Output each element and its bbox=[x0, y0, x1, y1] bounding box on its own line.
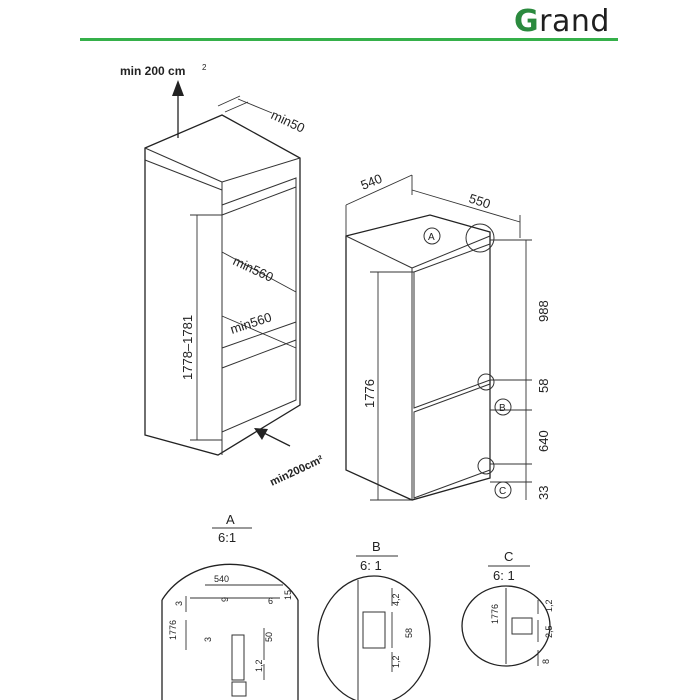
detail-c-circle bbox=[461, 585, 551, 667]
depth-label: 550 bbox=[467, 191, 492, 212]
detail-c-scale: 6: 1 bbox=[493, 568, 515, 583]
detail-b-scale: 6: 1 bbox=[360, 558, 382, 573]
detail-b-58: 58 bbox=[404, 628, 414, 638]
niche-top-right-edge bbox=[221, 157, 301, 183]
bottom-vent-label: min200cm² bbox=[268, 453, 325, 488]
detail-c-8: 8 bbox=[541, 659, 551, 664]
detail-a-3a: 3 bbox=[174, 601, 184, 606]
top-clearance-arrowhead bbox=[172, 80, 184, 96]
detail-c: C 6: 1 1776 1,2 2,5 8 bbox=[461, 549, 554, 667]
gap-label: 58 bbox=[536, 379, 551, 393]
appliance-top-front bbox=[345, 235, 413, 269]
width-lower-dimension bbox=[221, 315, 297, 349]
detail-a: A 6:1 540 3 9 6 15 1776 3 50 1,2 bbox=[161, 512, 299, 700]
detail-a-12: 1,2 bbox=[254, 659, 264, 672]
width-upper-label: min560 bbox=[231, 253, 276, 285]
detail-c-25: 2,5 bbox=[544, 625, 554, 638]
detail-c-foot bbox=[511, 617, 533, 635]
marker-bubble-c bbox=[494, 481, 512, 499]
depth-gap-ext-2 bbox=[224, 101, 249, 113]
niche-drawing: min 200 cm 2 min50 1778–1781 min560 min5… bbox=[120, 63, 326, 489]
top-clearance-superscript: 2 bbox=[202, 63, 207, 72]
detail-b: B 6: 1 4,2 58 1,2 bbox=[317, 539, 431, 700]
depth-gap-dimension bbox=[237, 98, 273, 114]
detail-a-bracket bbox=[231, 634, 245, 681]
detail-b-gasket bbox=[362, 611, 386, 649]
detail-circle-a bbox=[465, 223, 495, 253]
appliance-outline bbox=[345, 214, 491, 501]
detail-b-12: 1,2 bbox=[391, 655, 401, 668]
depth-gap-label: min50 bbox=[269, 107, 307, 136]
detail-b-title: B bbox=[372, 539, 381, 554]
depth-dimension bbox=[411, 189, 521, 223]
logo-letter-g: G bbox=[514, 4, 540, 39]
detail-b-42: 4,2 bbox=[391, 593, 401, 606]
detail-a-9: 9 bbox=[220, 597, 230, 602]
detail-a-hinge bbox=[231, 681, 247, 697]
detail-a-title: A bbox=[226, 512, 235, 527]
detail-c-title: C bbox=[504, 549, 513, 564]
top-clearance-label: min 200 cm bbox=[120, 64, 185, 78]
bottom-vent-arrowhead bbox=[254, 428, 268, 440]
detail-a-3b: 3 bbox=[203, 637, 213, 642]
detail-a-arc-top bbox=[161, 563, 299, 601]
niche-height-label: 1778–1781 bbox=[180, 315, 195, 380]
detail-b-circle bbox=[317, 575, 431, 700]
niche-shelf-edge bbox=[221, 339, 297, 369]
appliance-drawing: 540 550 1776 988 58 640 33 A B C bbox=[345, 171, 551, 501]
detail-a-1776: 1776 bbox=[168, 620, 178, 640]
logo-text: rand bbox=[539, 4, 610, 39]
width-upper-dimension bbox=[221, 251, 297, 293]
niche-outer-outline bbox=[144, 114, 301, 456]
bottom-label: 33 bbox=[536, 486, 551, 500]
niche-mid-shelf bbox=[221, 321, 297, 349]
detail-a-15: 15 bbox=[283, 590, 293, 600]
niche-top-lip bbox=[144, 159, 223, 191]
appliance-top-side bbox=[411, 235, 491, 269]
niche-top-front-edge bbox=[144, 147, 223, 183]
detail-a-540: 540 bbox=[214, 574, 229, 584]
appliance-height-label: 1776 bbox=[362, 379, 377, 408]
detail-a-6: 6 bbox=[268, 596, 273, 606]
lower-door-panel bbox=[413, 383, 491, 499]
detail-c-1776: 1776 bbox=[490, 604, 500, 624]
niche-opening-top bbox=[221, 186, 297, 216]
marker-bubble-b bbox=[494, 398, 512, 416]
detail-circle-c bbox=[477, 457, 495, 475]
marker-bubble-a bbox=[423, 227, 441, 245]
bottom-vent-arrow bbox=[261, 431, 291, 447]
width-dimension bbox=[345, 174, 413, 206]
marker-b-label: B bbox=[499, 403, 506, 414]
lower-door-label: 640 bbox=[536, 430, 551, 452]
upper-door-label: 988 bbox=[536, 300, 551, 322]
marker-a-label: A bbox=[428, 232, 435, 243]
detail-c-12: 1,2 bbox=[544, 599, 554, 612]
brand-logo: Grand bbox=[514, 4, 610, 39]
detail-a-scale: 6:1 bbox=[218, 530, 236, 545]
depth-gap-ext-1 bbox=[217, 95, 241, 107]
detail-circle-b bbox=[477, 373, 495, 391]
marker-c-label: C bbox=[499, 486, 506, 497]
header-divider bbox=[80, 38, 618, 41]
detail-a-50: 50 bbox=[264, 632, 274, 642]
niche-inner-opening bbox=[221, 177, 297, 433]
